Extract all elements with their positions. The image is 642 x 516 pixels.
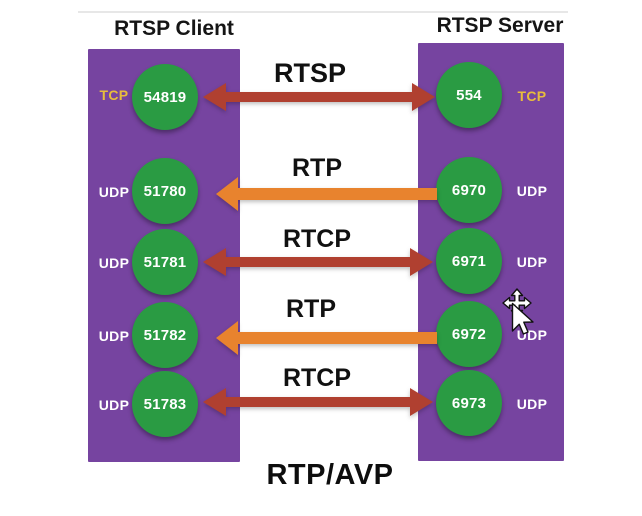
connection-label-rtp: RTP xyxy=(292,154,342,182)
rtp-arrow xyxy=(216,321,437,355)
server-protocol-label: TCP xyxy=(517,88,547,104)
server-protocol-label: UDP xyxy=(516,254,548,270)
connection-label-rtsp: RTSP xyxy=(273,58,346,88)
top-divider-line xyxy=(78,11,568,13)
server-port-circle: 6970 xyxy=(436,157,502,223)
client-protocol-label: UDP xyxy=(98,255,130,271)
client-port-number: 51783 xyxy=(143,395,187,413)
client-protocol-label: UDP xyxy=(98,328,130,344)
arrowhead-left xyxy=(216,321,238,355)
arrow-shaft xyxy=(238,332,437,344)
server-port-number: 6971 xyxy=(451,252,487,270)
server-port-circle: 6972 xyxy=(436,301,502,367)
connection-label-rtcp: RTCP xyxy=(282,364,352,392)
server-title: RTSP Server xyxy=(436,14,564,37)
arrowhead-right xyxy=(412,83,435,111)
server-box: TCP 554 UDP 6970 UDP 6971 UDP 6972 UDP 6… xyxy=(418,43,564,461)
client-protocol-label: UDP xyxy=(98,397,130,413)
server-protocol-label: UDP xyxy=(516,183,548,199)
arrowhead-left xyxy=(216,177,238,211)
server-port-number: 6970 xyxy=(451,181,487,199)
client-port-circle: 54819 xyxy=(132,64,198,130)
arrowhead-right xyxy=(410,248,433,276)
client-port-number: 54819 xyxy=(143,88,187,106)
server-port-circle: 6973 xyxy=(436,370,502,436)
arrow-shaft xyxy=(226,397,410,407)
arrow-shaft xyxy=(226,257,410,267)
connection-label-rtp: RTP xyxy=(286,295,336,323)
connection-label-rtcp: RTCP xyxy=(282,225,352,253)
client-title: RTSP Client xyxy=(114,17,234,40)
server-protocol-label: UDP xyxy=(516,396,548,412)
client-port-number: 51782 xyxy=(143,326,187,344)
client-port-circle: 51782 xyxy=(132,302,198,368)
rtp-arrow xyxy=(216,177,437,211)
client-port-number: 51780 xyxy=(143,182,187,200)
server-port-number: 554 xyxy=(456,86,482,104)
rtcp-arrow xyxy=(203,388,433,416)
profile-label: RTP/AVP xyxy=(266,459,394,491)
client-port-circle: 51780 xyxy=(132,158,198,224)
client-protocol-label: UDP xyxy=(98,184,130,200)
rtcp-arrow xyxy=(203,248,433,276)
client-port-number: 51781 xyxy=(143,253,187,271)
client-port-circle: 51781 xyxy=(132,229,198,295)
arrowhead-left xyxy=(203,83,226,111)
server-port-number: 6973 xyxy=(451,394,487,412)
client-protocol-label: TCP xyxy=(99,87,129,103)
arrowhead-left xyxy=(203,388,226,416)
rtsp-arrow xyxy=(203,83,435,111)
arrow-shaft xyxy=(238,188,437,200)
client-port-circle: 51783 xyxy=(132,371,198,437)
server-port-circle: 6971 xyxy=(436,228,502,294)
pointer-arrow-icon xyxy=(511,302,534,335)
server-port-number: 6972 xyxy=(451,325,487,343)
arrow-shaft xyxy=(226,92,412,102)
move-pointer-cursor-icon xyxy=(502,288,534,335)
arrowhead-left xyxy=(203,248,226,276)
arrowhead-right xyxy=(410,388,433,416)
server-port-circle: 554 xyxy=(436,62,502,128)
